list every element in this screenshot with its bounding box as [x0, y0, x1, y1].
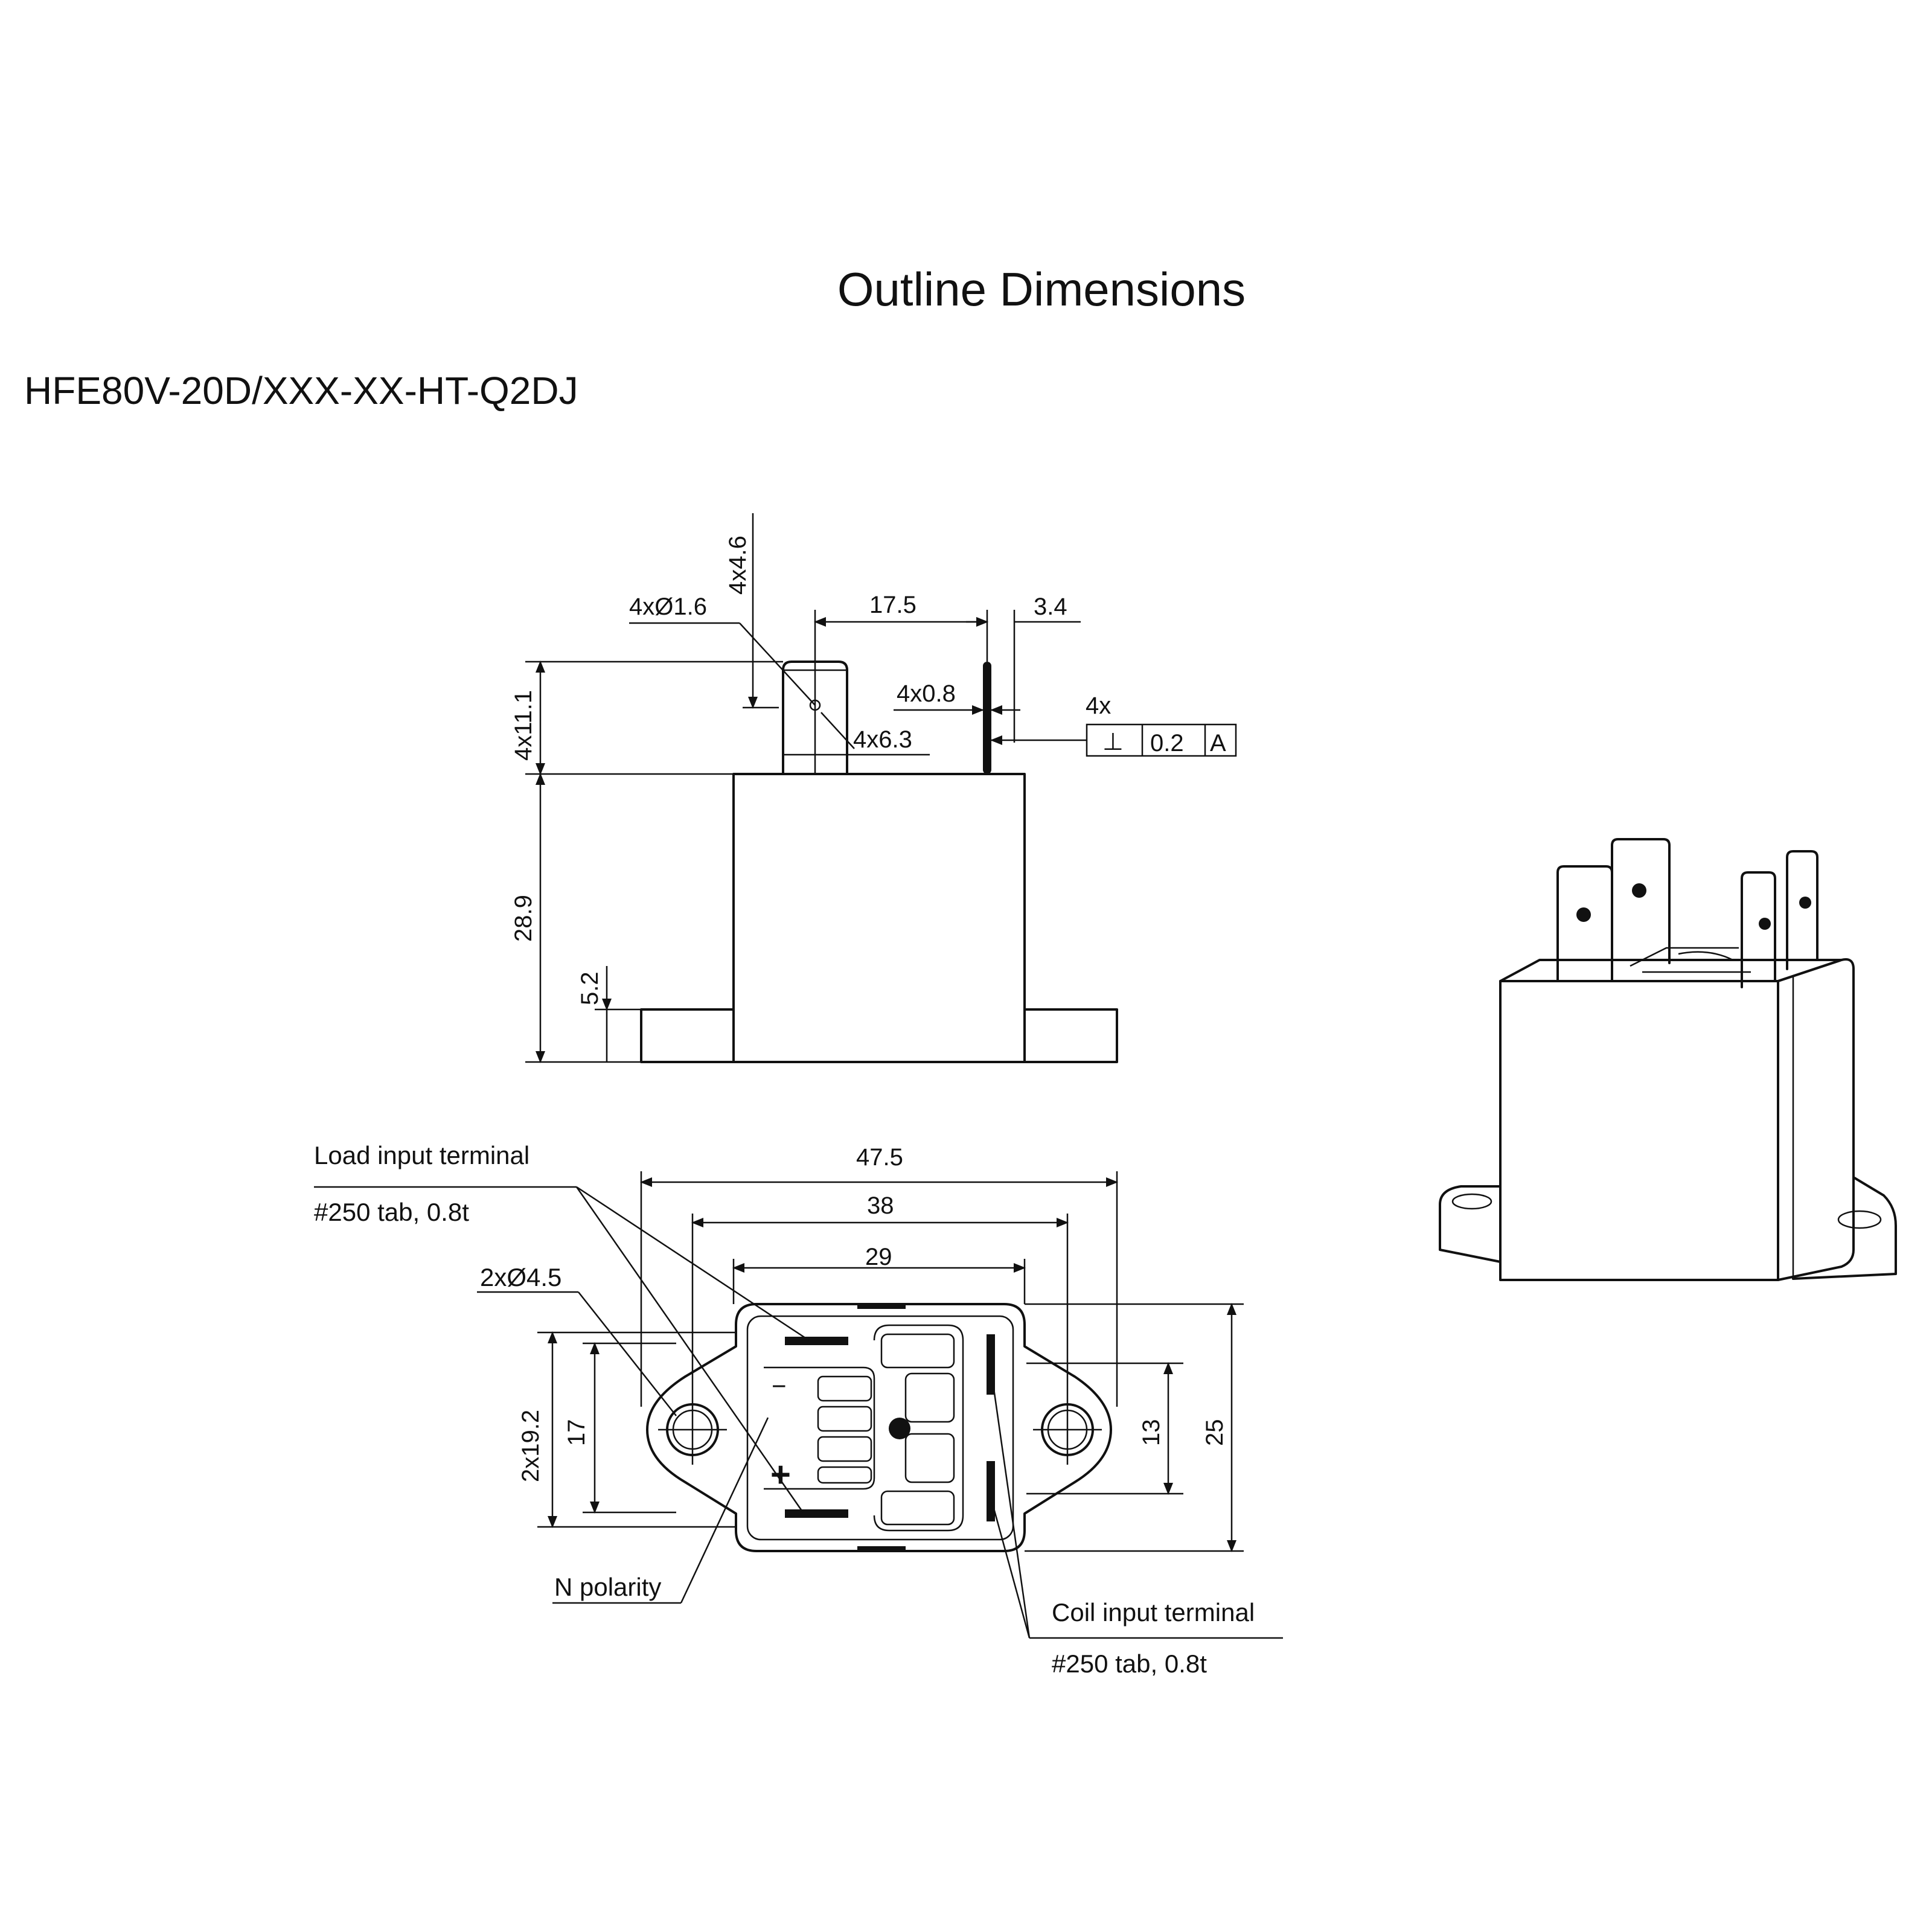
iso-terminal-3 — [1741, 871, 1776, 988]
dim-flange-height: 5.2 — [577, 971, 603, 1005]
load-terminal-bottom — [785, 1509, 848, 1518]
page-title: Outline Dimensions — [837, 263, 1246, 316]
dim-pin-dia: 4xØ1.6 — [629, 593, 707, 620]
dim-body-width: 29 — [865, 1244, 892, 1270]
load-terminal-top — [785, 1337, 848, 1345]
dim-body-height: 28.9 — [510, 895, 537, 942]
narrow-tab-terminal — [983, 662, 991, 774]
dim-hole-pitch: 38 — [867, 1192, 894, 1219]
iso-body-front — [1499, 980, 1779, 1281]
tolerance-count: 4x — [1086, 693, 1111, 719]
dim-overall-width: 47.5 — [856, 1144, 903, 1171]
center-dot — [889, 1418, 910, 1439]
dim-pin-height: 4x11.1 — [510, 690, 537, 761]
dim-tab-width: 4x6.3 — [853, 726, 912, 753]
dim-flange-span: 2x19.2 — [517, 1410, 544, 1482]
coil-terminal-bottom — [987, 1461, 995, 1521]
iso-terminal-4 — [1786, 850, 1818, 970]
tolerance-datum: A — [1210, 730, 1226, 756]
dim-inner-13: 13 — [1138, 1419, 1165, 1447]
left-flange-side — [640, 1008, 735, 1063]
iso-flange-right — [1792, 1176, 1897, 1280]
dim-body-depth: 25 — [1201, 1419, 1228, 1447]
perpendicularity-icon: ⊥ — [1102, 729, 1124, 755]
plus-symbol: + — [770, 1455, 791, 1494]
dim-pitch: 17.5 — [869, 592, 916, 618]
dim-pin-top: 4x4.6 — [724, 536, 751, 595]
relay-body-side — [732, 773, 1026, 1063]
isometric-view — [1439, 838, 1897, 1281]
dim-inner-17: 17 — [563, 1419, 590, 1447]
side-view: 4x4.6 4xØ1.6 17.5 3.4 4x0.8 4x6.3 4x ⊥ 0… — [510, 513, 1237, 1063]
n-polarity-label: N polarity — [554, 1573, 661, 1601]
load-terminal-label: Load input terminal — [314, 1141, 529, 1169]
coil-terminal-label: Coil input terminal — [1052, 1598, 1255, 1627]
dim-tab-thickness: 4x0.8 — [897, 680, 956, 707]
dim-thick-offset: 3.4 — [1034, 593, 1067, 620]
relay-base-outline — [646, 1303, 1112, 1552]
load-tab-label: #250 tab, 0.8t — [314, 1198, 469, 1226]
coil-tab-label: #250 tab, 0.8t — [1052, 1649, 1207, 1678]
bottom-view: − + 47.5 38 29 2x19.2 17 13 25 — [314, 1141, 1283, 1678]
iso-flange-left — [1439, 1185, 1502, 1263]
iso-terminal-2 — [1611, 838, 1671, 964]
iso-terminal-1 — [1556, 865, 1613, 982]
right-flange-side — [1023, 1008, 1118, 1063]
model-number: HFE80V-20D/XXX-XX-HT-Q2DJ — [24, 369, 578, 412]
hole-dia-label: 2xØ4.5 — [480, 1263, 561, 1291]
tolerance-value: 0.2 — [1150, 730, 1184, 756]
minus-symbol: − — [772, 1372, 787, 1400]
iso-body-side — [1777, 958, 1855, 1281]
perpendicularity-frame: ⊥ 0.2 A — [1086, 723, 1237, 757]
